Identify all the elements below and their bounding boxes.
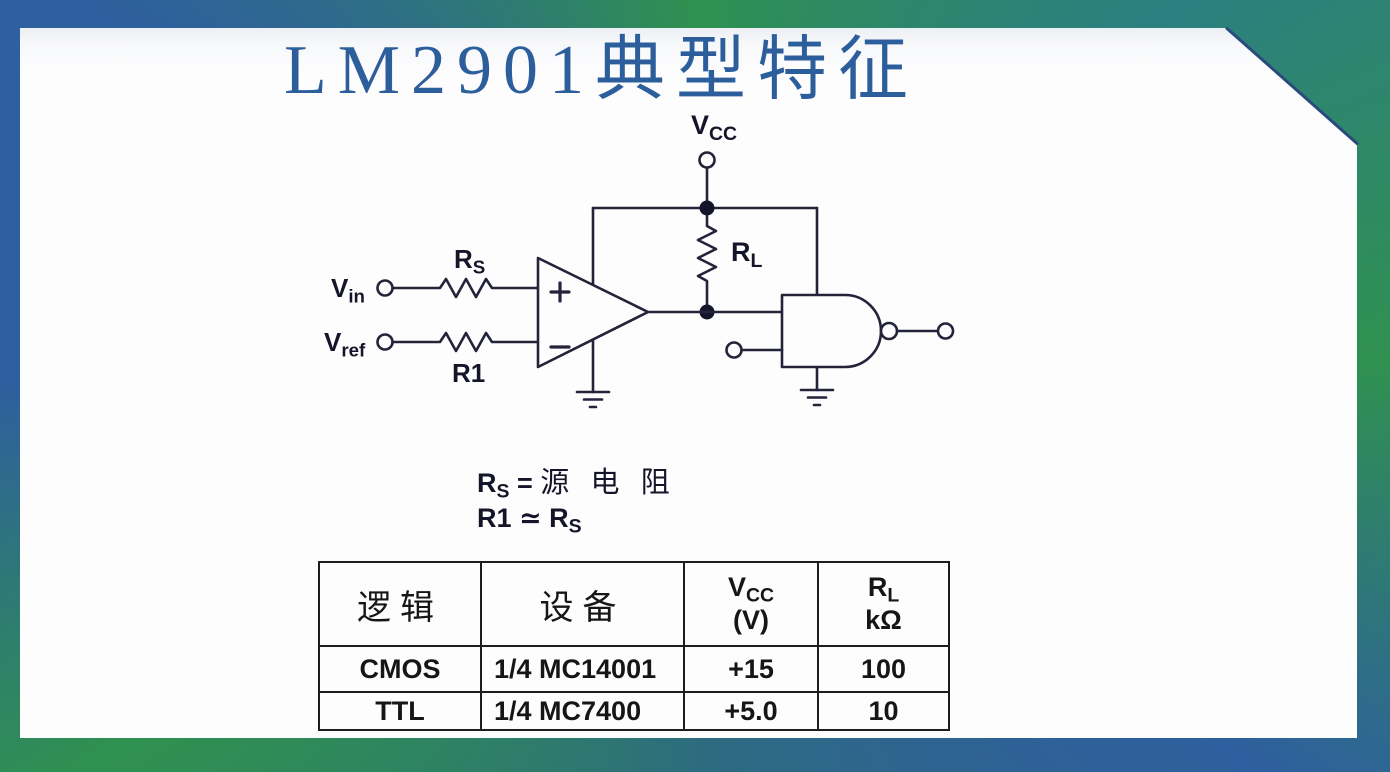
junction-dot-top [699, 200, 715, 216]
nand-inverter-bubble [879, 321, 899, 341]
cell-logic: CMOS [318, 645, 482, 693]
output-terminal [936, 322, 955, 340]
header-logic: 逻辑 [318, 561, 482, 647]
vcc-label: VCC [691, 110, 738, 145]
rs-label: RS [454, 244, 486, 278]
resistor-r1 [391, 331, 540, 353]
cell-device: 1/4 MC14001 [480, 645, 685, 693]
resistor-rs [391, 277, 540, 299]
nand-input-terminal [725, 341, 743, 359]
resistor-note: RS = 源 电 阻 R1 ≃ RS [477, 466, 677, 539]
vin-label: Vin [331, 273, 365, 307]
cell-device: 1/4 MC7400 [480, 691, 685, 731]
vcc-terminal [698, 151, 716, 169]
header-vcc: VCC (V) [683, 561, 819, 647]
cell-vcc: +15 [683, 645, 819, 693]
table-row: CMOS 1/4 MC14001 +15 100 [318, 645, 950, 693]
header-device: 设备 [480, 561, 685, 647]
notch-edge-line [1225, 27, 1359, 145]
cell-rl: 10 [817, 691, 950, 731]
r1-label: R1 [452, 358, 486, 388]
note-line-1: RS = 源 电 阻 [477, 467, 677, 503]
vref-label: Vref [324, 327, 366, 361]
plus-icon [549, 281, 571, 303]
table-header-row: 逻辑 设备 VCC (V) RL kΩ [318, 561, 950, 647]
note-line-2: R1 ≃ RS [477, 503, 582, 538]
comparator-triangle [536, 256, 650, 369]
vin-terminal [376, 279, 394, 297]
spec-table: 逻辑 设备 VCC (V) RL kΩ CMOS 1/4 MC14001 +15… [318, 561, 950, 731]
header-rl: RL kΩ [817, 561, 950, 647]
cell-vcc: +5.0 [683, 691, 819, 731]
cell-logic: TTL [318, 691, 482, 731]
resistor-rl [696, 206, 718, 314]
vref-terminal [376, 333, 394, 351]
nand-ground-icon [799, 388, 835, 407]
nand-gate [780, 293, 883, 369]
cell-rl: 100 [817, 645, 950, 693]
slide-title: LM2901典型特征 [284, 32, 919, 109]
table-row: TTL 1/4 MC7400 +5.0 10 [318, 691, 950, 731]
rl-label: RL [731, 237, 763, 272]
comparator-ground-icon [575, 390, 611, 409]
